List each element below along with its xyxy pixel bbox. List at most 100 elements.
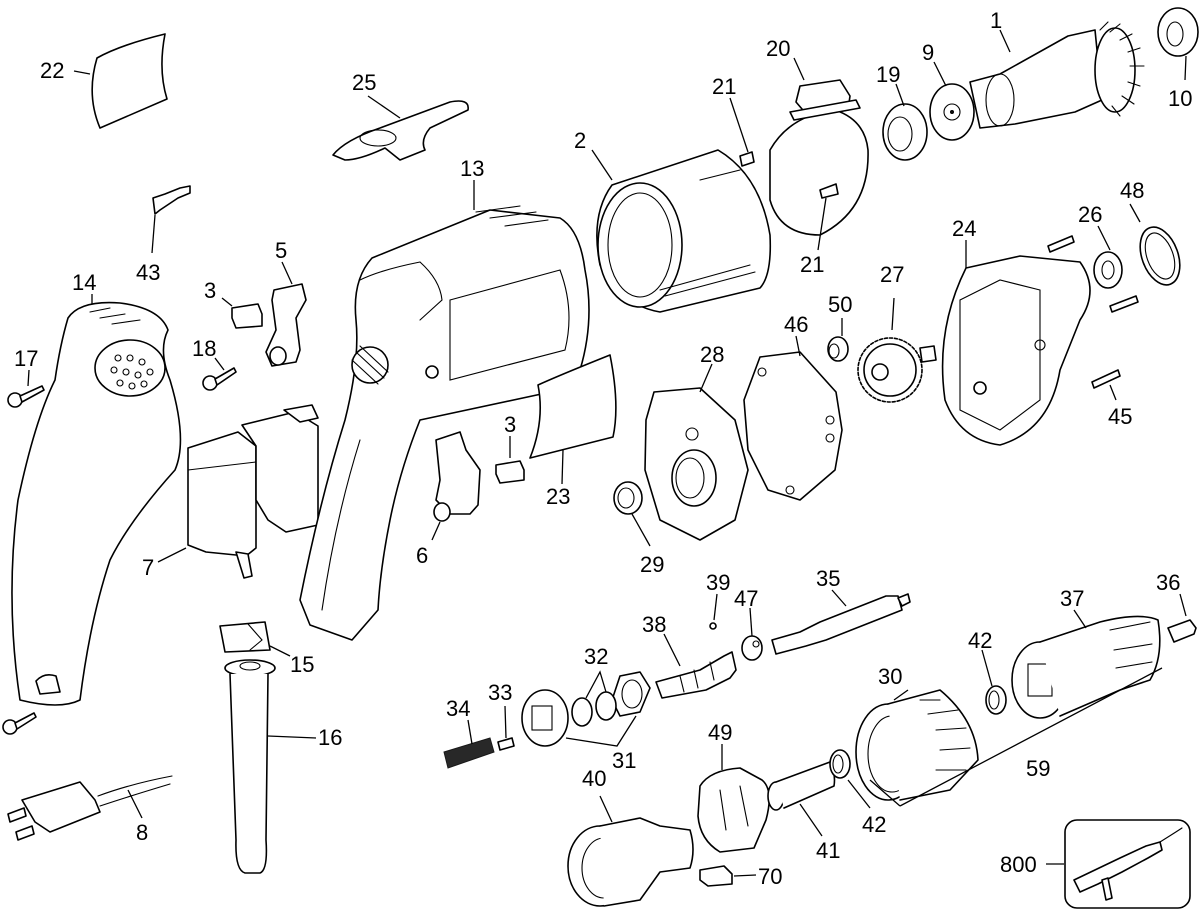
leader-34 xyxy=(467,719,473,745)
callout-10: 10 xyxy=(1168,86,1192,111)
part-9-bearing[interactable] xyxy=(929,83,975,141)
part-36-screwdriver-bit[interactable] xyxy=(1167,619,1197,643)
callout-43: 43 xyxy=(136,260,160,285)
part-13-motor-housing[interactable] xyxy=(299,205,590,641)
part-31-clutch-assembly[interactable] xyxy=(521,671,651,747)
callout-27: 27 xyxy=(880,262,904,287)
leader-38 xyxy=(663,633,681,667)
callout-21a: 21 xyxy=(712,74,736,99)
part-30-nose-collar[interactable] xyxy=(855,689,979,801)
part-32-o-rings[interactable] xyxy=(571,691,617,727)
callout-3b: 3 xyxy=(504,412,516,437)
callout-7: 7 xyxy=(142,555,154,580)
part-45-screw[interactable] xyxy=(1091,369,1121,389)
leader-30 xyxy=(893,689,909,701)
callout-35: 35 xyxy=(816,566,840,591)
part-37-depth-locator[interactable] xyxy=(1011,615,1161,719)
part-34-spring[interactable] xyxy=(443,737,495,769)
part-35-shaft[interactable] xyxy=(771,593,911,655)
part-21-pin-upper[interactable] xyxy=(739,151,755,167)
part-800-inset-box[interactable] xyxy=(1064,819,1191,909)
part-43-clip[interactable] xyxy=(152,185,191,215)
callout-28: 28 xyxy=(700,342,724,367)
part-5-brush-holder[interactable] xyxy=(265,283,307,367)
part-70-key[interactable] xyxy=(699,865,733,887)
callout-48: 48 xyxy=(1120,178,1144,203)
part-15-cord-clamp[interactable] xyxy=(219,621,271,653)
leader-47 xyxy=(749,607,753,637)
leader-27 xyxy=(891,297,895,331)
callout-20: 20 xyxy=(766,36,790,61)
part-49-clutch-cam[interactable] xyxy=(697,767,770,853)
part-6-brush-holder[interactable] xyxy=(433,431,481,522)
part-gear-case-screw-upper[interactable] xyxy=(1047,235,1075,253)
leader-70 xyxy=(733,874,757,877)
part-3-carbon-brush-lower[interactable] xyxy=(495,460,525,484)
leader-20 xyxy=(793,57,805,81)
leader-2 xyxy=(591,149,613,181)
part-47-sleeve[interactable] xyxy=(741,635,763,661)
callout-42b: 42 xyxy=(862,812,886,837)
part-41-sleeve[interactable] xyxy=(767,761,836,811)
part-42-ring-lower[interactable] xyxy=(829,749,851,779)
leader-25 xyxy=(367,95,401,119)
part-8-power-cord[interactable] xyxy=(7,775,173,841)
part-18-screw[interactable] xyxy=(202,367,237,391)
part-17-screw[interactable] xyxy=(7,385,45,408)
leader-8 xyxy=(127,789,143,819)
callout-26: 26 xyxy=(1078,202,1102,227)
part-29-washer[interactable] xyxy=(613,481,643,515)
part-10-bearing[interactable] xyxy=(1157,7,1199,57)
callout-8: 8 xyxy=(136,820,148,845)
part-24-gear-case[interactable] xyxy=(941,255,1091,446)
part-50-bushing[interactable] xyxy=(827,336,849,362)
callout-45: 45 xyxy=(1108,404,1132,429)
callout-36: 36 xyxy=(1156,570,1180,595)
callout-34: 34 xyxy=(446,696,470,721)
part-21-pin-lower[interactable] xyxy=(819,183,839,199)
callout-41: 41 xyxy=(816,838,840,863)
part-48-retaining-ring[interactable] xyxy=(1133,222,1187,291)
callout-59: 59 xyxy=(1026,756,1050,781)
callout-3a: 3 xyxy=(204,278,216,303)
leader-46 xyxy=(795,335,801,357)
part-28-bearing-plate[interactable] xyxy=(644,387,749,541)
leader-18 xyxy=(214,357,225,371)
part-1-armature[interactable] xyxy=(969,21,1145,129)
part-26-bearing[interactable] xyxy=(1093,251,1123,289)
callout-23: 23 xyxy=(546,484,570,509)
part-46-gasket[interactable] xyxy=(743,351,843,501)
part-27-gear[interactable] xyxy=(857,337,937,403)
callout-29: 29 xyxy=(640,552,664,577)
leader-42b xyxy=(847,779,871,809)
part-3-carbon-brush[interactable] xyxy=(231,303,263,329)
callout-33: 33 xyxy=(488,680,512,705)
part-39-ball[interactable] xyxy=(709,622,717,630)
leader-33 xyxy=(504,705,507,739)
part-19-washer[interactable] xyxy=(882,103,928,161)
callout-47: 47 xyxy=(734,586,758,611)
leader-19 xyxy=(895,83,905,107)
part-40-adjusting-collar[interactable] xyxy=(567,817,694,907)
leader-39 xyxy=(713,593,718,621)
part-16-cord-protector[interactable] xyxy=(224,659,276,874)
part-38-spindle[interactable] xyxy=(655,651,737,699)
callout-25: 25 xyxy=(352,70,376,95)
part-33-pin[interactable] xyxy=(497,737,515,751)
part-25-belt-hook[interactable] xyxy=(332,100,469,161)
part-23-field-cover[interactable] xyxy=(529,354,617,459)
part-7-trigger-switch[interactable] xyxy=(187,404,319,579)
part-22-label-sheet[interactable] xyxy=(91,33,168,129)
part-14-handle-housing[interactable] xyxy=(11,301,182,706)
leader-9 xyxy=(933,61,947,87)
leader-42a xyxy=(981,649,993,687)
part-2-field-stator[interactable] xyxy=(596,149,772,313)
leader-21a xyxy=(729,97,749,153)
part-gear-case-screw-middle[interactable] xyxy=(1109,295,1139,313)
part-20-brush-ring[interactable] xyxy=(769,79,869,236)
leader-28 xyxy=(699,363,713,393)
part-42-ring-upper[interactable] xyxy=(985,685,1007,715)
callout-18: 18 xyxy=(192,336,216,361)
part-handle-screw[interactable] xyxy=(2,712,37,735)
